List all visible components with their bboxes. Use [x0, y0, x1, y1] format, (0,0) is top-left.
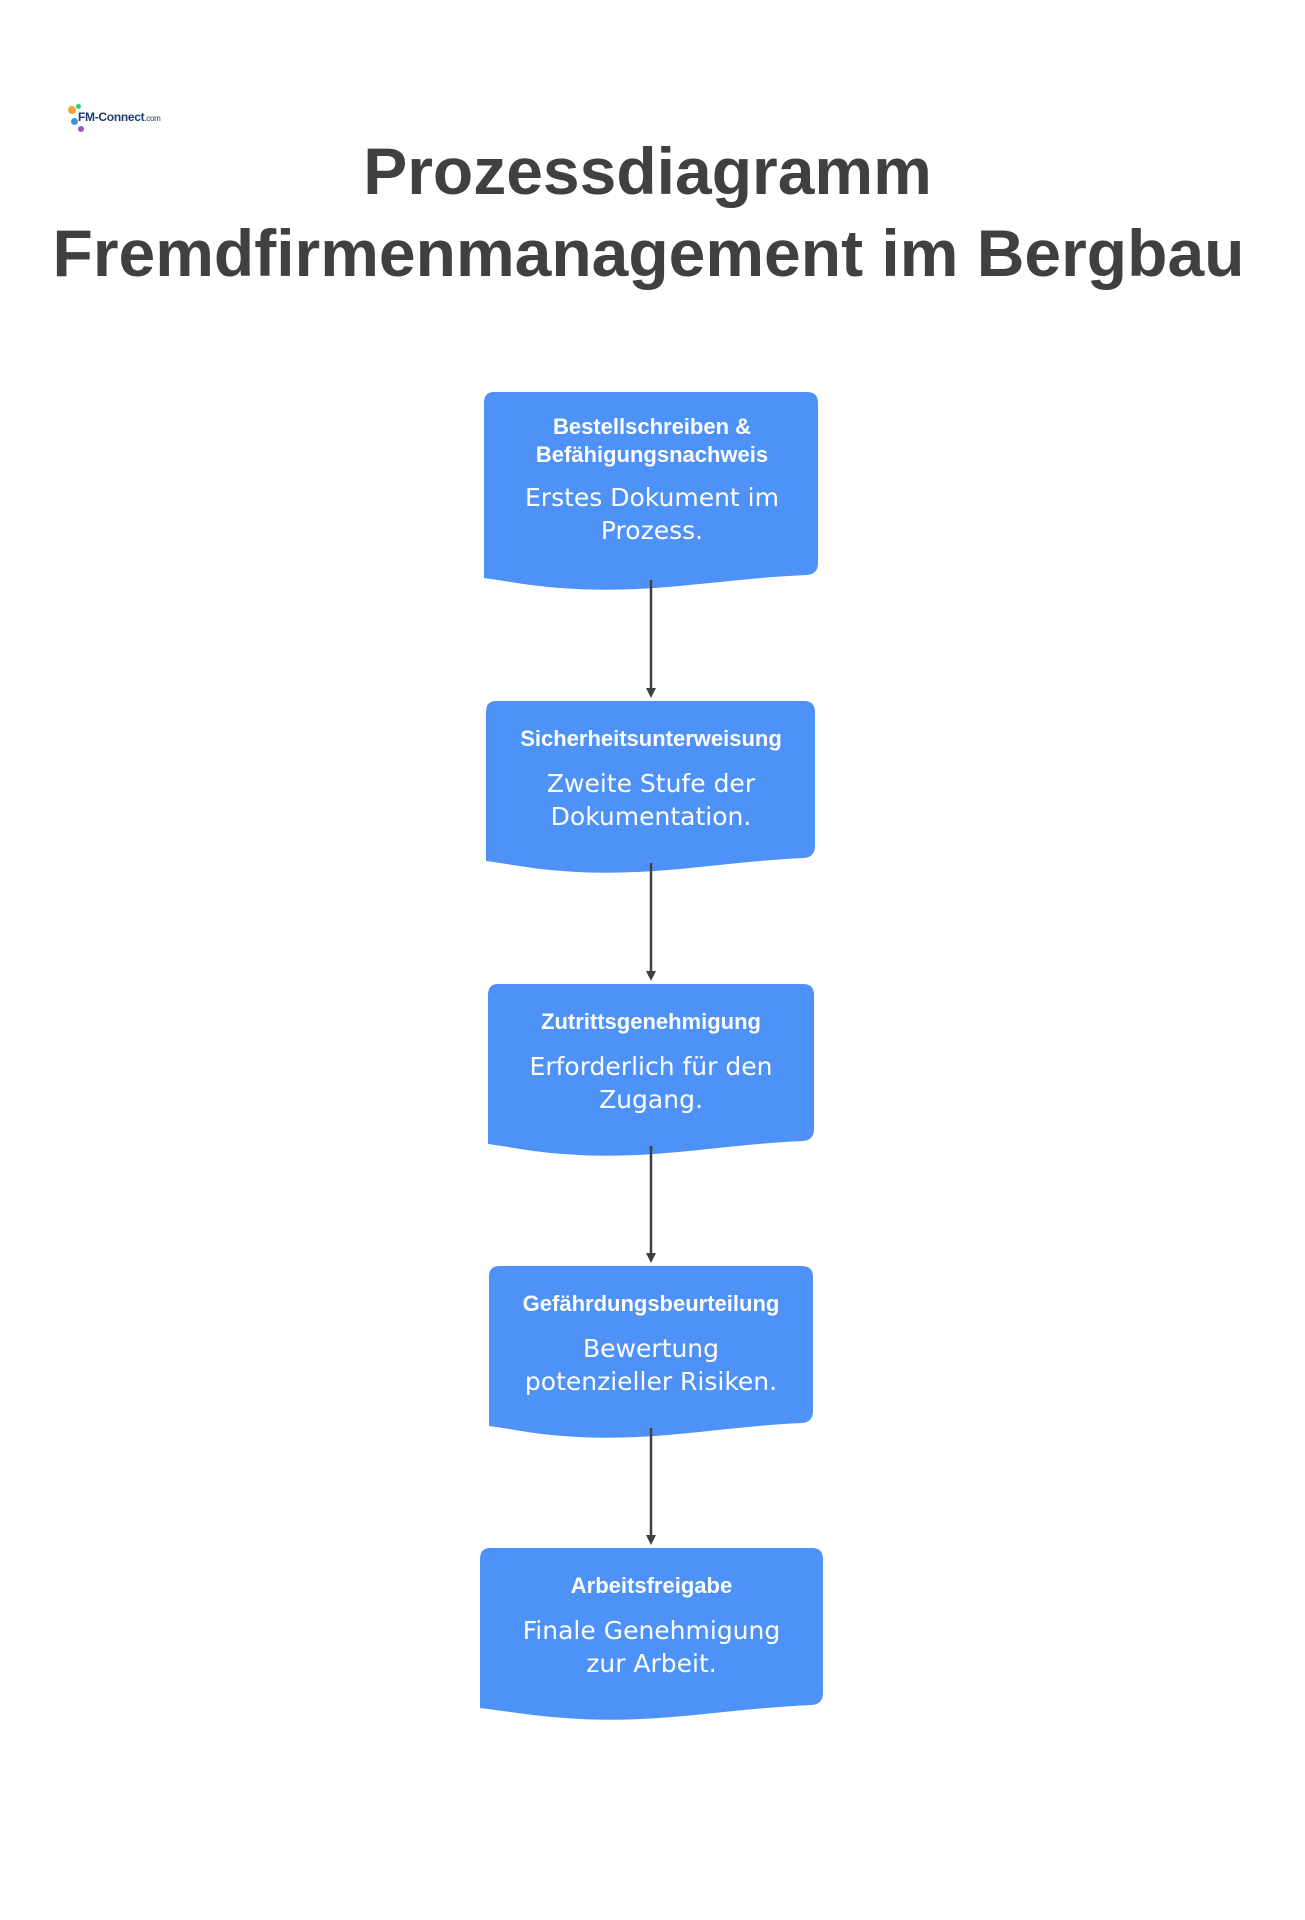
step-5-description: Finale Genehmigung zur Arbeit.: [522, 1616, 781, 1678]
step-1-title: Bestellschreiben & Befähigungsnachweis: [535, 414, 769, 467]
step-3-description: Erforderlich für den Zugang.: [529, 1052, 773, 1114]
step-5-box: Arbeitsfreigabe Finale Genehmigung zur A…: [490, 1572, 813, 1680]
step-2-document-shape: [486, 701, 815, 873]
step-5-title: Arbeitsfreigabe: [570, 1573, 733, 1598]
step-5-document-shape: [480, 1548, 823, 1720]
step-1-document-shape: [484, 392, 818, 590]
step-1-box: Bestellschreiben & Befähigungsnachweis E…: [504, 413, 800, 547]
page-title-line-2: Fremdfirmenmanagement im Bergbau: [52, 216, 1245, 290]
step-4-document-shape: [489, 1266, 813, 1438]
page-title: Prozessdiagramm Fremdfirmenmanagement im…: [0, 130, 1305, 294]
step-2-description: Zweite Stufe der Dokumentation.: [546, 769, 756, 831]
step-3-title: Zutrittsgenehmigung: [541, 1009, 761, 1034]
step-1-description: Erstes Dokument im Prozess.: [525, 483, 779, 545]
step-3-document-shape: [488, 984, 814, 1156]
page-title-line-1: Prozessdiagramm: [363, 134, 932, 208]
step-3-box: Zutrittsgenehmigung Erforderlich für den…: [498, 1008, 804, 1116]
step-4-description: Bewertung potenzieller Risiken.: [524, 1334, 778, 1396]
logo-wordmark: FM-Connect.com: [78, 110, 161, 124]
step-4-title: Gefährdungsbeurteilung: [522, 1291, 780, 1316]
step-2-title: Sicherheitsunterweisung: [520, 726, 782, 751]
step-2-box: Sicherheitsunterweisung Zweite Stufe der…: [496, 725, 806, 833]
fm-connect-logo: FM-Connect.com: [68, 104, 161, 136]
step-4-box: Gefährdungsbeurteilung Bewertung potenzi…: [499, 1290, 803, 1398]
